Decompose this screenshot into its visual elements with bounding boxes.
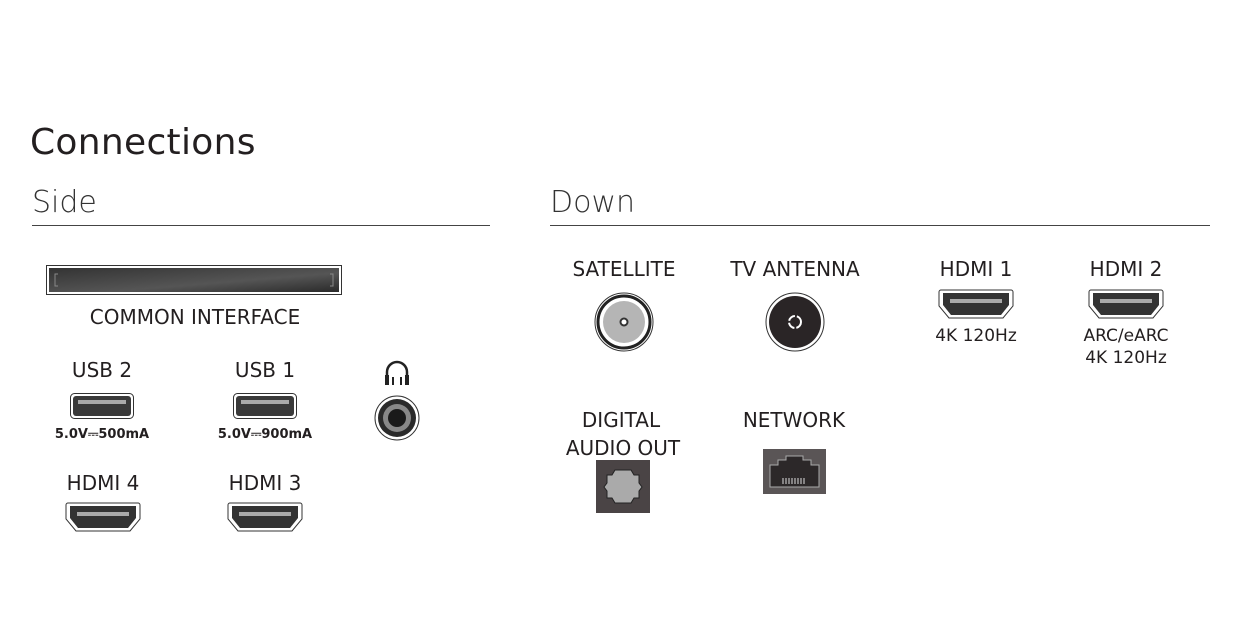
hdmi3-label: HDMI 3	[228, 471, 302, 495]
side-heading: Side	[32, 185, 97, 220]
usb1-label: USB 1	[234, 358, 296, 382]
tv-antenna-label: TV ANTENNA	[730, 257, 860, 281]
satellite-jack-icon	[594, 292, 654, 352]
hdmi2-spec: 4K 120Hz	[1085, 348, 1167, 368]
hdmi2-port-icon	[1088, 289, 1164, 319]
usb1-port-icon	[233, 393, 297, 419]
down-heading: Down	[550, 185, 636, 220]
headphone-jack-icon	[374, 395, 420, 441]
hdmi1-label: HDMI 1	[939, 257, 1013, 281]
satellite-label: SATELLITE	[572, 257, 676, 281]
common-interface-label: COMMON INTERFACE	[89, 305, 301, 329]
tv-antenna-jack-icon	[765, 292, 825, 352]
page-title: Connections	[30, 122, 256, 163]
common-interface-slot-icon	[46, 265, 342, 295]
down-divider	[550, 225, 1210, 226]
hdmi1-port-icon	[938, 289, 1014, 319]
hdmi4-port-icon	[65, 502, 141, 532]
usb2-label: USB 2	[71, 358, 133, 382]
optical-audio-port-icon	[596, 460, 650, 513]
hdmi3-port-icon	[227, 502, 303, 532]
side-divider	[32, 225, 490, 226]
digital-audio-label-line1: DIGITAL	[581, 408, 661, 432]
network-label: NETWORK	[742, 408, 846, 432]
usb1-spec: 5.0V⎓900mA	[217, 427, 313, 442]
usb2-spec: 5.0V⎓500mA	[54, 427, 150, 442]
hdmi4-label: HDMI 4	[66, 471, 140, 495]
hdmi2-arc-label: ARC/eARC	[1083, 326, 1169, 346]
hdmi2-label: HDMI 2	[1089, 257, 1163, 281]
hdmi1-spec: 4K 120Hz	[935, 326, 1017, 346]
digital-audio-label-line2: AUDIO OUT	[565, 436, 681, 460]
headphone-icon	[385, 360, 409, 385]
usb2-port-icon	[70, 393, 134, 419]
ethernet-port-icon	[763, 449, 826, 494]
